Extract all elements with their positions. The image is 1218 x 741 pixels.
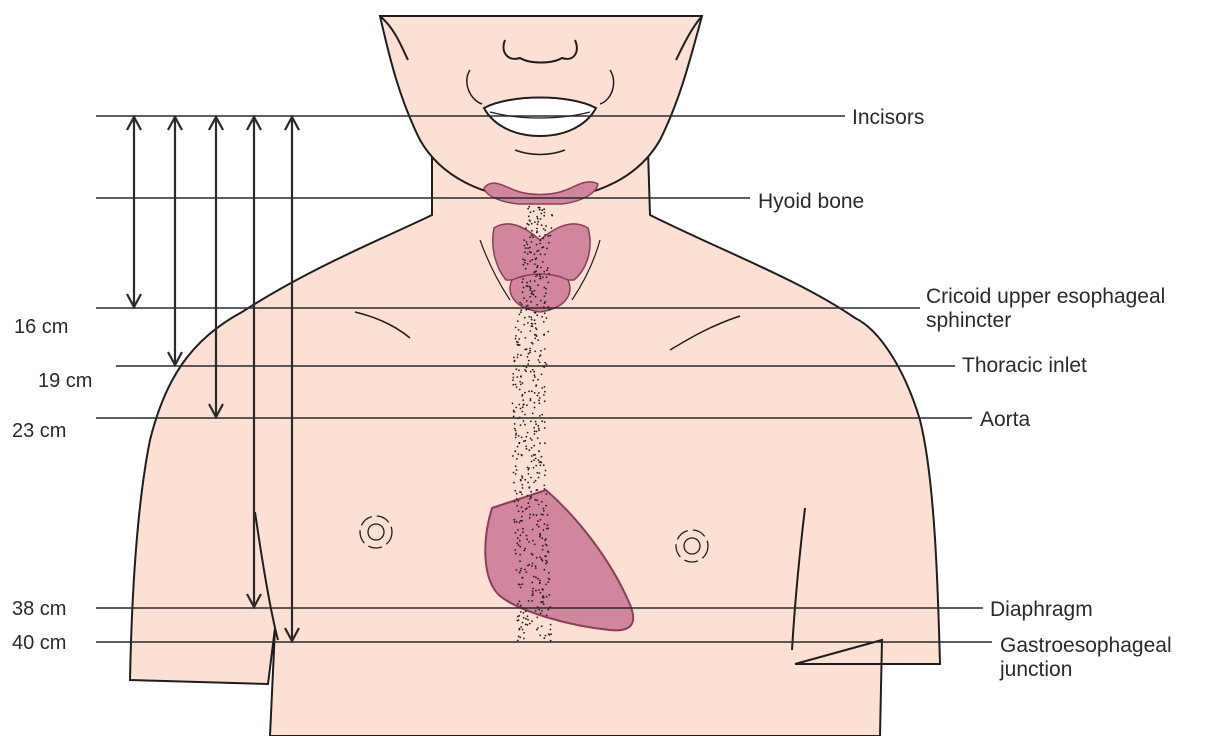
distance-arrow-thoracic: [168, 117, 182, 365]
label-aorta: Aorta: [980, 408, 1030, 432]
label-hyoid-bone: Hyoid bone: [758, 190, 864, 214]
label-ge-junction: Gastroesophageal junction: [1000, 634, 1200, 682]
label-thoracic-inlet: Thoracic inlet: [962, 354, 1087, 378]
distance-aorta: 23 cm: [12, 420, 66, 442]
distance-thoracic-inlet: 19 cm: [38, 370, 92, 392]
label-cricoid: Cricoid upper esophageal sphincter: [926, 285, 1166, 333]
distance-ge-junction: 40 cm: [12, 632, 66, 654]
distance-diaphragm: 38 cm: [12, 598, 66, 620]
label-diaphragm: Diaphragm: [990, 598, 1093, 622]
label-incisors: Incisors: [852, 106, 924, 130]
distance-cricoid: 16 cm: [14, 316, 68, 338]
distance-arrow-cricoid: [127, 117, 141, 307]
